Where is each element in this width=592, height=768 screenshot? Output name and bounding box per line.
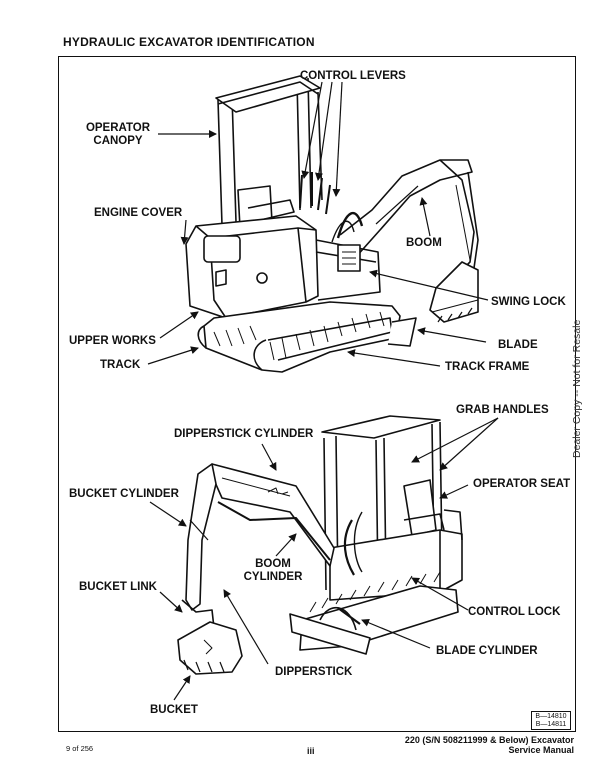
label-operator-canopy: OPERATOR CANOPY (85, 122, 151, 148)
label-dipperstick-cylinder: DIPPERSTICK CYLINDER (174, 428, 314, 440)
figure-reference-box: B—14810 B—14811 (531, 711, 571, 730)
label-boom-cylinder-line1: BOOM (255, 558, 291, 570)
label-boom-cylinder-line2: CYLINDER (243, 571, 303, 583)
label-swing-lock: SWING LOCK (491, 296, 566, 308)
manual-title: 220 (S/N 508211999 & Below) Excavator Se… (405, 735, 574, 755)
label-dipperstick: DIPPERSTICK (275, 666, 353, 678)
label-control-levers: CONTROL LEVERS (300, 70, 406, 82)
figure-ref-2: B—14811 (535, 721, 567, 728)
label-engine-cover: ENGINE COVER (94, 207, 183, 219)
label-bucket: BUCKET (150, 704, 198, 716)
label-operator-canopy-line2: CANOPY (93, 135, 143, 147)
dealer-copy-watermark: Dealer Copy -- Not for Resale (571, 319, 583, 458)
label-track: TRACK (100, 359, 141, 371)
manual-title-line2: Service Manual (508, 745, 574, 755)
illustration-frame (58, 56, 576, 732)
label-blade-cylinder: BLADE CYLINDER (436, 645, 538, 657)
rear-view-excavator (185, 75, 479, 373)
label-operator-seat: OPERATOR SEAT (473, 478, 571, 490)
label-operator-canopy-line1: OPERATOR (85, 122, 151, 134)
label-control-lock: CONTROL LOCK (468, 606, 561, 618)
label-grab-handles: GRAB HANDLES (456, 404, 549, 416)
label-boom-top: BOOM (406, 237, 442, 249)
page-count: 9 of 256 (66, 744, 94, 753)
label-track-frame: TRACK FRAME (445, 361, 530, 373)
label-bucket-cylinder: BUCKET CYLINDER (69, 488, 179, 500)
label-upper-works: UPPER WORKS (69, 335, 156, 347)
folio-number: iii (307, 746, 315, 756)
label-bucket-link: BUCKET LINK (79, 581, 157, 593)
figure-ref-1: B—14810 (535, 712, 567, 720)
front-view-excavator (177, 415, 463, 675)
label-boom-cylinder: BOOM CYLINDER (240, 558, 306, 584)
page-heading: HYDRAULIC EXCAVATOR IDENTIFICATION (63, 35, 315, 49)
label-blade: BLADE (498, 339, 538, 351)
manual-title-line1: 220 (S/N 508211999 & Below) Excavator (404, 735, 574, 745)
leader-lines (147, 81, 499, 701)
